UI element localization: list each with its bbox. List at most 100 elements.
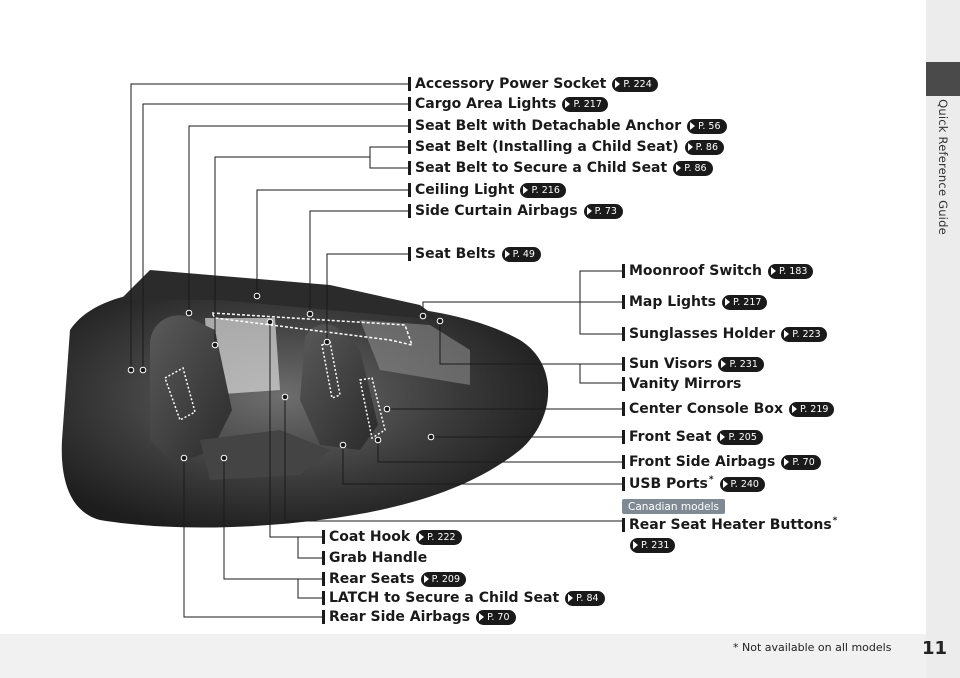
arrow-icon xyxy=(784,330,790,338)
page-ref-link[interactable]: P. 84 xyxy=(565,590,605,606)
label-text: Seat Belt (Installing a Child Seat) xyxy=(415,139,679,155)
label-text: Ceiling Light xyxy=(415,182,515,198)
page-ref-link[interactable]: P. 231 xyxy=(718,356,764,372)
label-bar xyxy=(622,477,625,491)
label-accessory-power-socket: Accessory Power Socket P. 224 xyxy=(408,74,658,94)
arrow-icon xyxy=(504,250,510,258)
page-ref-link[interactable]: P. 209 xyxy=(420,571,466,587)
page-ref-link[interactable]: P. 86 xyxy=(684,139,724,155)
page-number: 11 xyxy=(922,638,948,659)
arrow-icon xyxy=(633,541,638,549)
label-rear-seat-heater-buttons-ref: P. 231 xyxy=(630,535,676,555)
label-bar xyxy=(622,430,625,444)
label-vanity-mirrors: Vanity Mirrors xyxy=(622,374,741,394)
page-ref-link[interactable]: P. 86 xyxy=(673,160,713,176)
arrow-icon xyxy=(479,613,485,621)
label-center-console-box: Center Console Box P. 219 xyxy=(622,399,835,419)
page-ref-link[interactable]: P. 217 xyxy=(562,96,608,112)
footnote: * Not available on all models xyxy=(733,641,892,654)
page-ref-link[interactable]: P. 56 xyxy=(687,118,727,134)
page-ref-link[interactable]: P. 240 xyxy=(719,476,765,492)
label-bar xyxy=(622,377,625,391)
label-bar xyxy=(322,551,325,565)
label-text: USB Ports xyxy=(629,476,708,492)
label-text: Rear Seat Heater Buttons xyxy=(629,517,832,533)
label-rear-side-airbags: Rear Side Airbags P. 70 xyxy=(322,607,516,627)
label-bar xyxy=(622,357,625,371)
arrow-icon xyxy=(676,164,682,172)
label-bar xyxy=(322,572,325,586)
page-ref-link[interactable]: P. 231 xyxy=(630,537,676,553)
label-text: Seat Belt to Secure a Child Seat xyxy=(415,160,668,176)
arrow-icon xyxy=(687,143,693,151)
label-cargo-area-lights: Cargo Area Lights P. 217 xyxy=(408,94,608,114)
label-text: Rear Side Airbags xyxy=(329,609,471,625)
label-bar xyxy=(408,77,411,91)
page-ref-link[interactable]: P. 216 xyxy=(520,182,566,198)
arrow-icon xyxy=(586,207,592,215)
label-text: Seat Belts xyxy=(415,246,496,262)
canadian-models-badge: Canadian models xyxy=(622,499,726,514)
label-text: LATCH to Secure a Child Seat xyxy=(329,590,560,606)
label-usb-ports: USB Ports* P. 240 xyxy=(622,474,765,494)
arrow-icon xyxy=(721,360,727,368)
page-ref-link[interactable]: P. 217 xyxy=(722,294,768,310)
label-text: Grab Handle xyxy=(329,550,428,566)
leader-dots xyxy=(127,292,444,462)
label-bar xyxy=(408,204,411,218)
label-text: Vanity Mirrors xyxy=(629,376,742,392)
label-text: Sun Visors xyxy=(629,356,713,372)
label-bar xyxy=(622,264,625,278)
label-text: Rear Seats xyxy=(329,571,415,587)
label-seat-belt-detachable-anchor: Seat Belt with Detachable Anchor P. 56 xyxy=(408,116,727,136)
not-all-models-asterisk: * xyxy=(708,475,714,485)
label-moonroof-switch: Moonroof Switch P. 183 xyxy=(622,261,814,281)
page-ref-link[interactable]: P. 183 xyxy=(768,263,814,279)
label-text: Map Lights xyxy=(629,294,717,310)
label-bar xyxy=(622,327,625,341)
label-bar xyxy=(408,140,411,154)
side-tab-marker xyxy=(926,62,960,96)
page-ref-link[interactable]: P. 205 xyxy=(717,429,763,445)
label-text: Accessory Power Socket xyxy=(415,76,607,92)
label-text: Center Console Box xyxy=(629,401,783,417)
label-bar xyxy=(622,295,625,309)
arrow-icon xyxy=(568,594,574,602)
side-tab-label: Quick Reference Guide xyxy=(936,99,950,235)
label-text: Moonroof Switch xyxy=(629,263,763,279)
page-ref-link[interactable]: P. 219 xyxy=(789,401,835,417)
label-text: Sunglasses Holder xyxy=(629,326,776,342)
label-text: Coat Hook xyxy=(329,529,411,545)
label-grab-handle: Grab Handle xyxy=(322,548,427,568)
leader-lines xyxy=(130,83,622,618)
page-ref-link[interactable]: P. 70 xyxy=(781,454,821,470)
arrow-icon xyxy=(771,267,777,275)
label-text: Front Side Airbags xyxy=(629,454,776,470)
page-ref-link[interactable]: P. 223 xyxy=(781,326,827,342)
label-seat-belts: Seat Belts P. 49 xyxy=(408,244,541,264)
label-bar xyxy=(622,402,625,416)
label-ceiling-light: Ceiling Light P. 216 xyxy=(408,180,566,200)
page-ref-link[interactable]: P. 222 xyxy=(416,529,462,545)
arrow-icon xyxy=(419,533,425,541)
label-front-side-airbags: Front Side Airbags P. 70 xyxy=(622,452,821,472)
label-rear-seat-heater-buttons: Rear Seat Heater Buttons* xyxy=(622,515,837,535)
arrow-icon xyxy=(615,80,621,88)
page-ref-link[interactable]: P. 70 xyxy=(476,609,516,625)
label-text: Cargo Area Lights xyxy=(415,96,557,112)
label-text: Front Seat xyxy=(629,429,712,445)
footer-band xyxy=(0,634,926,678)
arrow-icon xyxy=(565,100,571,108)
not-all-models-asterisk: * xyxy=(832,516,838,526)
page-ref-link[interactable]: P. 49 xyxy=(501,246,541,262)
page-ref-link[interactable]: P. 73 xyxy=(583,203,623,219)
label-bar xyxy=(322,610,325,624)
label-bar xyxy=(408,97,411,111)
page-ref-link[interactable]: P. 224 xyxy=(612,76,658,92)
label-seat-belt-secure-child-seat: Seat Belt to Secure a Child Seat P. 86 xyxy=(408,158,713,178)
arrow-icon xyxy=(720,433,726,441)
label-bar xyxy=(322,591,325,605)
seat-shapes xyxy=(150,312,414,480)
side-tab xyxy=(926,0,960,678)
